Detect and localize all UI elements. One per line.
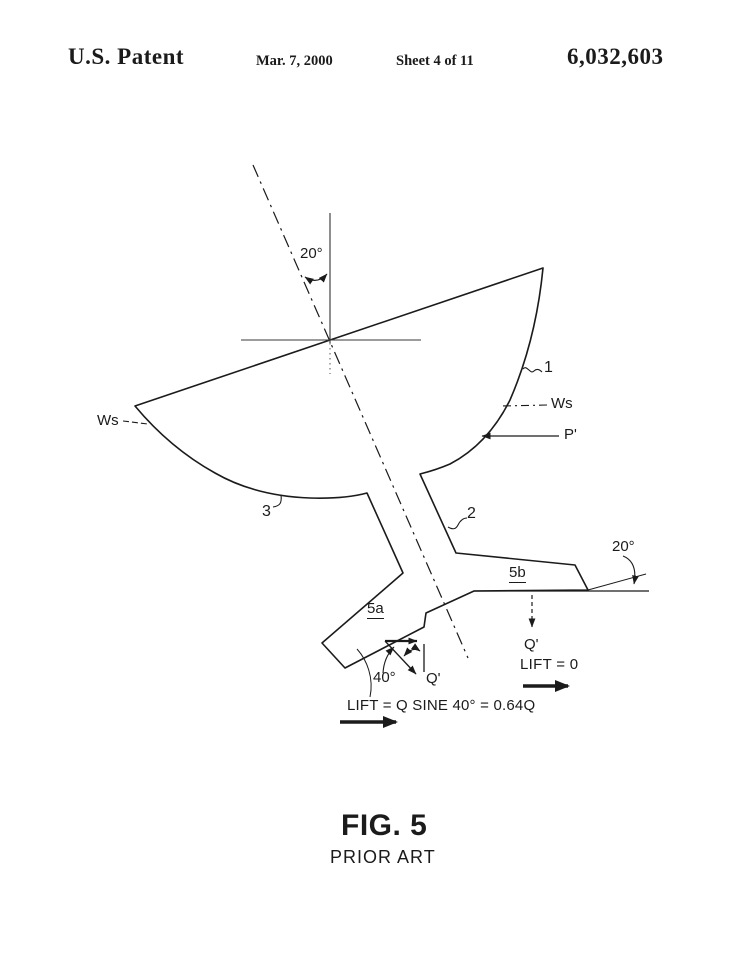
patent-header-number: 6,032,603 bbox=[567, 44, 664, 69]
label-lift-formula: LIFT = Q SINE 40° = 0.64Q bbox=[347, 697, 536, 714]
label-ws-right: Ws bbox=[551, 395, 573, 412]
patent-header-sheet: Sheet 4 of 11 bbox=[396, 53, 474, 69]
angle-arc-top bbox=[304, 273, 328, 285]
figure-subtitle: PRIOR ART bbox=[330, 847, 436, 867]
ws-left-leader bbox=[122, 420, 149, 425]
ref-2-leader bbox=[447, 517, 468, 530]
vector-angle-arc bbox=[403, 643, 421, 657]
patent-header-title: U.S. Patent bbox=[68, 44, 185, 69]
angle-40-leader bbox=[382, 646, 395, 674]
angle-leader-right bbox=[622, 555, 639, 585]
ws-right-leader bbox=[501, 404, 548, 407]
incline-20-line bbox=[587, 573, 647, 591]
label-ref-3: 3 bbox=[262, 503, 271, 520]
lift-formula-leader bbox=[356, 648, 372, 698]
ref-3-leader bbox=[272, 494, 282, 508]
label-angle-20-top: 20° bbox=[300, 245, 323, 262]
label-ref-5b: 5b bbox=[509, 564, 526, 583]
label-q-right: Q' bbox=[524, 636, 539, 653]
label-p-prime: P' bbox=[564, 426, 577, 443]
label-ref-5a: 5a bbox=[367, 600, 384, 619]
patent-header-date: Mar. 7, 2000 bbox=[256, 53, 333, 69]
label-ws-left: Ws bbox=[97, 412, 119, 429]
label-ref-1: 1 bbox=[544, 359, 553, 376]
figure-label: FIG. 5 bbox=[341, 809, 428, 842]
vector-q-arrow bbox=[384, 640, 417, 675]
label-angle-40: 40° bbox=[373, 669, 396, 686]
hull-outline bbox=[134, 267, 589, 669]
label-q-left: Q' bbox=[426, 670, 441, 687]
label-ref-2: 2 bbox=[467, 505, 476, 522]
ref-1-leader bbox=[522, 367, 543, 373]
label-lift-zero: LIFT = 0 bbox=[520, 656, 579, 673]
label-angle-20-right: 20° bbox=[612, 538, 635, 555]
centerline-ws bbox=[252, 164, 469, 659]
